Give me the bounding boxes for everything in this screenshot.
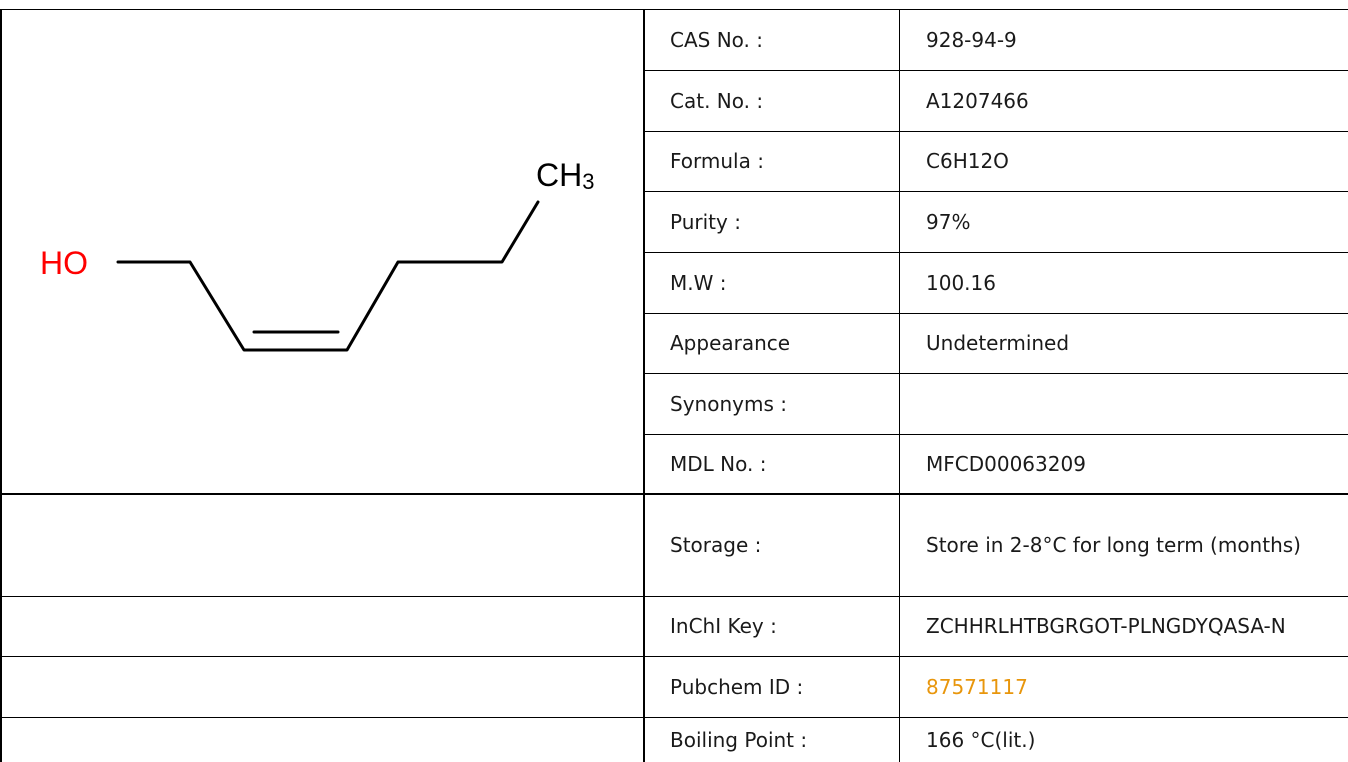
appearance-value: Undetermined (926, 331, 1070, 355)
formula-value: C6H12O (926, 149, 1009, 173)
row-divider (644, 252, 1348, 253)
synonyms-value (926, 374, 1346, 434)
appearance-label: Appearance (670, 331, 791, 355)
catalog-number-value: A1207466 (926, 88, 1029, 113)
mdl-number-value: MFCD00063209 (926, 451, 1086, 476)
molecular-weight-value: 100.16 (926, 270, 996, 295)
purity-value: 97% (926, 209, 971, 234)
methyl-label-text: CH (536, 157, 582, 193)
row-divider (644, 191, 1348, 192)
row-divider (644, 373, 1348, 374)
chemical-structure-diagram: HO CH3 (40, 157, 594, 352)
methyl-subscript: 3 (582, 169, 594, 194)
storage-value: Store in 2-8°C for long term (months) (926, 533, 1301, 557)
row-divider (0, 493, 1348, 495)
row-divider (0, 596, 1348, 597)
hydroxyl-label: HO (40, 245, 88, 281)
table-border-top (0, 9, 1348, 10)
molecular-weight-label: M.W : (670, 270, 727, 295)
row-divider (644, 70, 1348, 71)
boiling-point-label: Boiling Point : (670, 727, 808, 752)
mdl-number-label: MDL No. : (670, 451, 767, 476)
row-divider (644, 313, 1348, 314)
row-divider (644, 434, 1348, 435)
carbon-chain-bond (116, 200, 540, 352)
row-divider (0, 656, 1348, 657)
formula-label: Formula : (670, 149, 764, 173)
boiling-point-value: 166 °C(lit.) (926, 727, 1036, 752)
column-divider-image (643, 9, 645, 762)
inchi-key-label: InChI Key : (670, 614, 777, 638)
row-divider (644, 131, 1348, 132)
pubchem-id-link[interactable]: 87571117 (926, 674, 1028, 699)
purity-label: Purity : (670, 209, 741, 234)
synonyms-label: Synonyms : (670, 391, 787, 416)
pubchem-id-label: Pubchem ID : (670, 674, 804, 699)
storage-label: Storage : (670, 533, 762, 557)
column-divider-value (899, 9, 900, 762)
methyl-label: CH3 (536, 157, 594, 194)
cas-number-value: 928-94-9 (926, 27, 1017, 52)
catalog-number-label: Cat. No. : (670, 88, 764, 113)
row-divider (0, 717, 1348, 718)
cas-number-label: CAS No. : (670, 27, 763, 52)
table-border-left (0, 9, 2, 762)
bond-lines (116, 200, 540, 352)
inchi-key-value: ZCHHRLHTBGRGOT-PLNGDYQASA-N (926, 614, 1286, 638)
